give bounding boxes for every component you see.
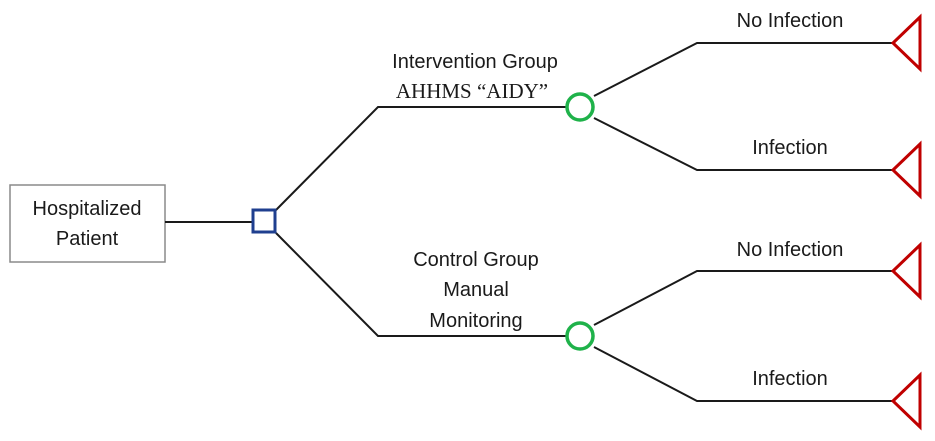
intervention-label-line2: AHHMS “AIDY” (396, 79, 548, 103)
intervention-chance-node (565, 92, 595, 122)
intervention-infection-edge (593, 117, 893, 171)
root-box (9, 184, 166, 263)
terminal-node-3 (890, 241, 922, 301)
control-infection-label: Infection (752, 368, 828, 390)
control-label-line2: Manual (443, 279, 509, 301)
control-chance-node (565, 321, 595, 351)
control-infection-edge (593, 346, 893, 402)
control-no-infection-edge (593, 270, 893, 326)
control-label-line3: Monitoring (429, 310, 522, 332)
intervention-no-infection-label: No Infection (737, 10, 844, 32)
control-label-line1: Control Group (413, 249, 539, 271)
intervention-no-infection-edge (593, 42, 893, 97)
terminal-node-4 (890, 371, 922, 431)
intervention-label-line1: Intervention Group (392, 51, 558, 73)
intervention-infection-label: Infection (752, 137, 828, 159)
terminal-node-1 (890, 13, 922, 73)
intervention-branch-edge (275, 106, 567, 211)
control-no-infection-label: No Infection (737, 239, 844, 261)
root-label-line2: Patient (56, 228, 119, 250)
decision-node (251, 208, 277, 234)
control-branch-edge (275, 232, 567, 337)
terminal-node-2 (890, 140, 922, 200)
root-label-line1: Hospitalized (33, 198, 142, 220)
